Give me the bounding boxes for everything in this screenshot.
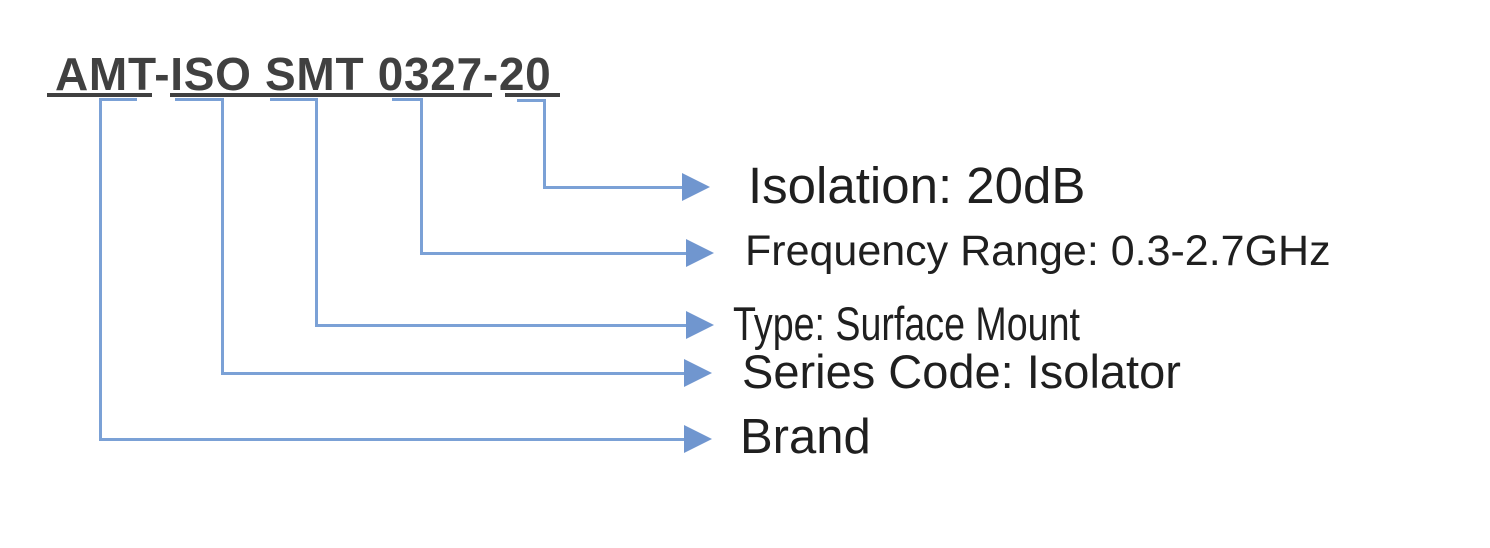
connector-series-vertical-line [221, 98, 224, 375]
connector-type-horizontal-line [315, 324, 686, 327]
connector-series-horizontal-line [221, 372, 684, 375]
label-series-code: Series Code: Isolator [742, 345, 1181, 398]
arrow-right-icon [686, 311, 714, 339]
label-isolation: Isolation: 20dB [748, 157, 1086, 214]
connector-type-vertical-line [315, 98, 318, 327]
connector-frequency-top-stub [392, 98, 423, 101]
connector-series-top-stub [175, 98, 224, 101]
connector-frequency-vertical-line [420, 98, 423, 255]
arrow-right-icon [686, 239, 714, 267]
part-number-title: AMT-ISO SMT 0327-20 [55, 48, 552, 100]
label-type: Type: Surface Mount [733, 297, 1080, 350]
label-frequency-range: Frequency Range: 0.3-2.7GHz [745, 227, 1331, 275]
underline-bar-amt [47, 93, 152, 97]
underline-bar-iso-smt-0327 [170, 93, 492, 97]
connector-frequency-horizontal-line [420, 252, 686, 255]
connector-isolation-vertical-line [543, 99, 546, 189]
connector-brand-vertical-line [99, 98, 102, 441]
label-brand: Brand [740, 410, 871, 464]
connector-isolation-top-stub [517, 99, 546, 102]
arrow-right-icon [684, 425, 712, 453]
underline-bar-20 [505, 93, 560, 97]
connector-brand-top-stub [99, 98, 137, 101]
arrow-right-icon [684, 359, 712, 387]
arrow-right-icon [682, 173, 710, 201]
connector-type-top-stub [270, 98, 318, 101]
connector-isolation-horizontal-line [543, 186, 682, 189]
connector-brand-horizontal-line [99, 438, 684, 441]
